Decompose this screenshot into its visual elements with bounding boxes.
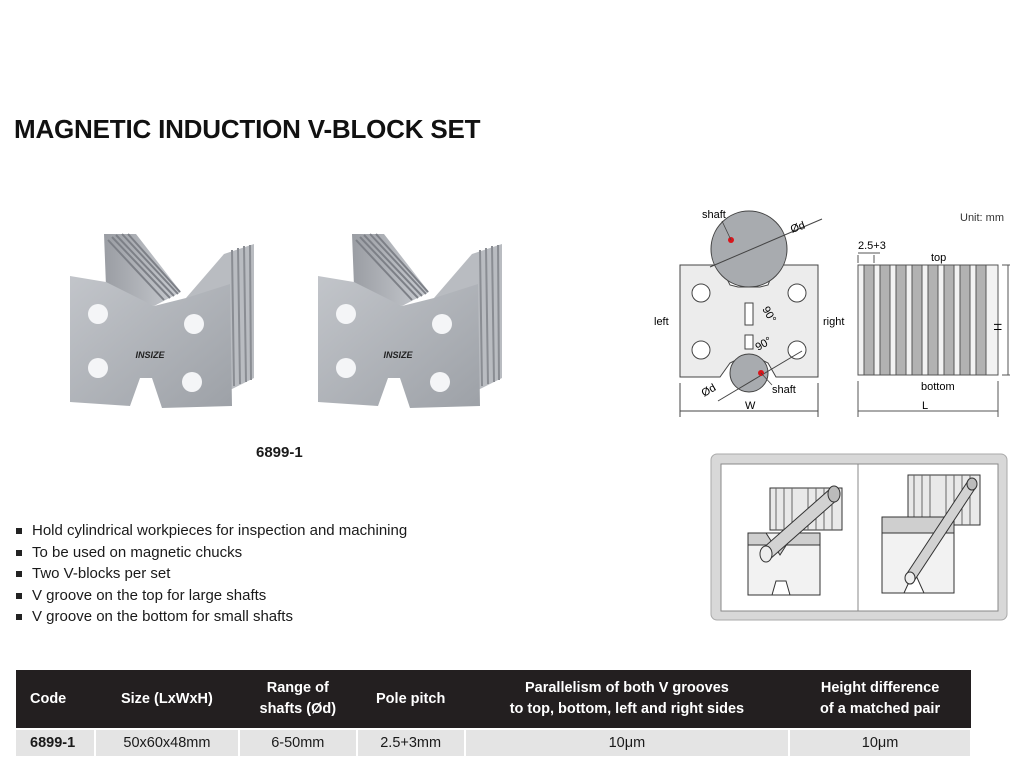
cell-range: 6-50mm — [238, 728, 358, 756]
cell-pole-pitch: 2.5+3mm — [356, 728, 466, 756]
feature-list: Hold cylindrical workpieces for inspecti… — [16, 520, 407, 628]
brand-mark: INSIZE — [383, 350, 413, 360]
page-title: MAGNETIC INDUCTION V-BLOCK SET — [14, 114, 481, 144]
label-width: W — [745, 400, 756, 412]
label-top: top — [931, 252, 946, 264]
label-diameter-top: Ød — [789, 220, 807, 236]
front-view — [679, 210, 823, 417]
header-code: Code — [16, 670, 95, 729]
label-diameter-bottom: Ød — [700, 382, 719, 400]
feature-item: Two V-blocks per set — [16, 563, 407, 585]
cell-height-difference: 10μm — [789, 728, 972, 756]
product-photo: INSIZE INSIZE — [70, 233, 502, 408]
unit-note: Unit: mm — [960, 212, 1004, 224]
cell-size: 50x60x48mm — [94, 728, 240, 756]
brand-mark: INSIZE — [135, 350, 165, 360]
label-bottom: bottom — [921, 381, 955, 393]
table-row: 6899-1 50x60x48mm 6-50mm 2.5+3mm 10μm 10… — [16, 728, 972, 756]
v-block-left-image: INSIZE — [70, 233, 254, 408]
feature-item: Hold cylindrical workpieces for inspecti… — [16, 520, 407, 542]
cell-parallelism: 10μm — [464, 728, 791, 756]
usage-illustration — [710, 453, 1008, 621]
feature-item: V groove on the top for large shafts — [16, 585, 407, 607]
v-block-right-image: INSIZE — [318, 233, 502, 408]
label-left: left — [654, 316, 669, 328]
label-shaft-bottom: shaft — [772, 384, 796, 396]
label-height: H — [991, 323, 1003, 331]
label-pitch: 2.5+3 — [858, 240, 886, 252]
header-pole-pitch: Pole pitch — [356, 670, 465, 729]
model-code: 6899-1 — [256, 444, 303, 461]
side-view — [857, 252, 1010, 417]
usage-small-shaft — [881, 474, 981, 594]
label-length: L — [922, 400, 928, 412]
feature-item: V groove on the bottom for small shafts — [16, 606, 407, 628]
feature-item: To be used on magnetic chucks — [16, 542, 407, 564]
cell-code: 6899-1 — [16, 728, 96, 756]
label-shaft-top: shaft — [702, 209, 726, 221]
header-size: Size (LxWxH) — [94, 670, 239, 729]
label-right: right — [823, 316, 844, 328]
usage-large-shaft — [747, 485, 843, 596]
technical-drawing: shaft Ød 90° left right 90° Ød shaft W 2… — [654, 209, 1010, 417]
